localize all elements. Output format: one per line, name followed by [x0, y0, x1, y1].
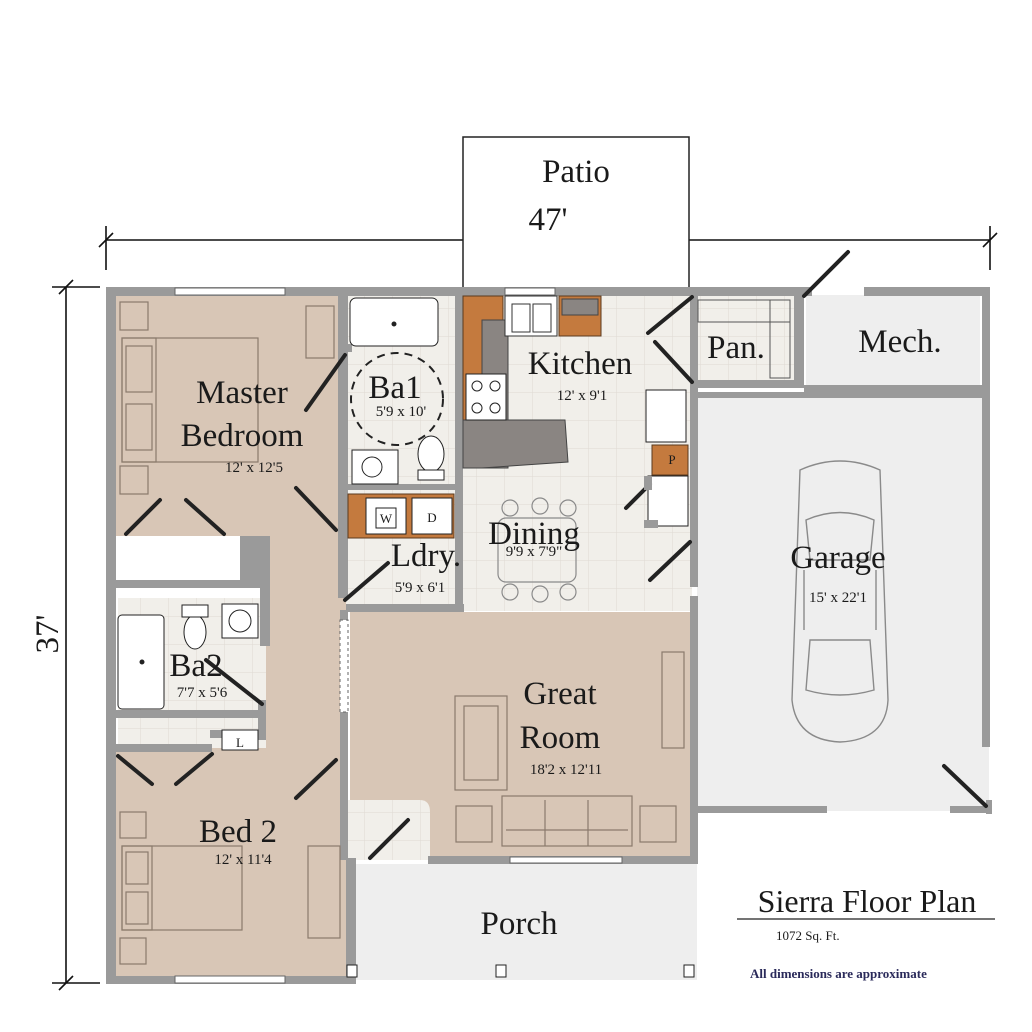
pantry-shelves [697, 299, 791, 379]
bed2-bed [119, 811, 341, 965]
ba1-label: Ba1 [368, 370, 421, 406]
pantry-label: Pan. [707, 330, 765, 366]
patio-area [462, 136, 690, 289]
entry-tile-cut [350, 800, 430, 858]
garage-label: Garage [790, 540, 885, 576]
interior-walls [116, 287, 982, 860]
door-stubs [644, 476, 658, 528]
porch-label: Porch [481, 906, 558, 942]
ba2-dims: 7'7 x 5'6 [177, 685, 228, 701]
laundry-appliances [347, 493, 455, 539]
great-room-dims: 18'2 x 12'11 [530, 762, 602, 778]
ba1-dims: 5'9 x 10' [376, 404, 427, 420]
dining-dims: 9'9 x 7'9" [506, 544, 563, 560]
ba2-fixtures [117, 603, 259, 751]
master-label-line2: Bedroom [181, 418, 304, 454]
master-label-line1: Master [196, 375, 288, 411]
plan-area: 1072 Sq. Ft. [776, 928, 840, 943]
laundry-dims: 5'9 x 6'1 [395, 580, 445, 596]
depth-label: 37' [30, 615, 66, 654]
washer-label: W [380, 511, 393, 526]
laundry-label: Ldry. [391, 538, 461, 574]
linen-label: L [236, 735, 244, 750]
bed2-dims: 12' x 11'4 [214, 852, 272, 868]
dryer-label: D [427, 510, 436, 525]
patio-label: Patio [542, 154, 610, 190]
depth-dimension-line [52, 279, 100, 991]
dining-label: Dining [488, 516, 580, 552]
garage-dims: 15' x 22'1 [809, 590, 867, 606]
porch-floor [355, 864, 697, 980]
plan-note: All dimensions are approximate [750, 966, 927, 981]
master-bed [119, 301, 335, 495]
mech-floor [806, 295, 980, 387]
porch-posts [346, 964, 695, 978]
kitchen-label: Kitchen [528, 346, 632, 382]
ba1-fixtures [349, 297, 445, 485]
dining-table [497, 497, 577, 603]
great-room-furniture [454, 651, 685, 847]
great-room-label-line1: Great [523, 676, 596, 712]
plan-title: Sierra Floor Plan [758, 883, 977, 919]
car-outline [791, 460, 889, 743]
great-room-label-line2: Room [520, 720, 601, 756]
hall-opening-dashed [339, 619, 349, 713]
width-label: 47' [529, 202, 568, 238]
fridge-and-pantry-cabinet [645, 389, 689, 527]
mech-label: Mech. [858, 324, 941, 360]
kitchen-cabinets [462, 295, 602, 469]
kitchen-dims: 12' x 9'1 [557, 388, 607, 404]
pantry-closet-label: P [668, 452, 675, 467]
bed2-label: Bed 2 [199, 814, 277, 850]
tile-floor-pantry [692, 295, 800, 385]
windows [174, 287, 623, 984]
ba2-label: Ba2 [169, 648, 222, 684]
door-swings [116, 250, 988, 860]
master-dims: 12' x 12'5 [225, 460, 283, 476]
